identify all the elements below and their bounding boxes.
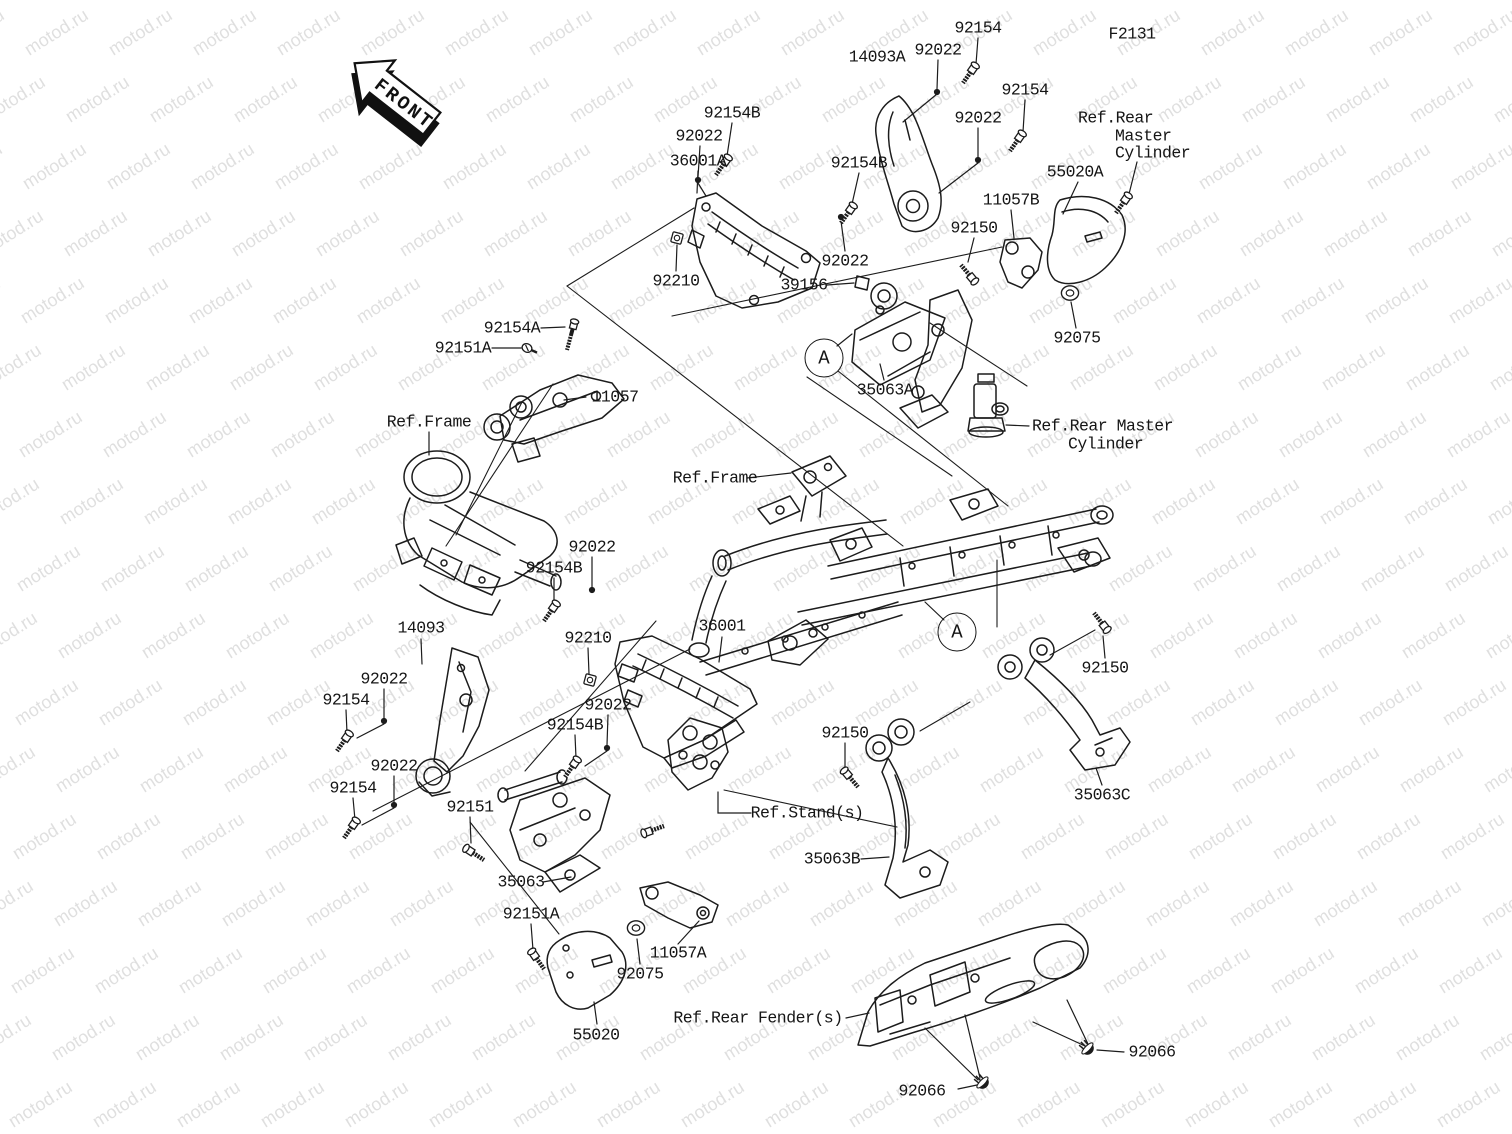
ref-callout-ref-frame: Ref.Frame: [386, 412, 472, 432]
part-rear-fender: [857, 923, 1089, 1047]
part-callout-92022: 92022: [360, 669, 408, 689]
part-frame-steering-head: [395, 450, 562, 616]
ref-callout-ref-frame: Ref.Frame: [672, 468, 758, 488]
ref-callout-ref-rear: Ref.Rear: [1078, 108, 1154, 128]
part-14093a-bracket: [875, 95, 942, 233]
part-frame-assembly: [688, 455, 1114, 676]
part-callout-55020a: 55020A: [1046, 162, 1104, 182]
part-callout-92022: 92022: [821, 251, 869, 271]
ref-callout-cylinder: Cylinder: [1115, 143, 1191, 163]
page-code-f2131: F2131: [1108, 24, 1156, 44]
part-callout-92022: 92022: [675, 126, 723, 146]
part-callout-92075: 92075: [616, 964, 664, 984]
view-marker-a: A: [937, 612, 977, 652]
part-callout-14093a: 14093A: [848, 47, 906, 67]
ref-callout-ref-rear-fender-s: Ref.Rear Fender(s): [673, 1008, 843, 1028]
part-callout-92154b: 92154B: [525, 558, 583, 578]
part-callout-36001a: 36001A: [669, 151, 727, 171]
part-35063-stay: [497, 769, 611, 893]
part-35063c-stay: [997, 637, 1131, 771]
part-callout-92075: 92075: [1053, 328, 1101, 348]
construction-lines: [372, 207, 1096, 935]
part-callout-92066: 92066: [1128, 1042, 1176, 1062]
part-callout-92154a: 92154A: [483, 318, 541, 338]
part-callout-92022: 92022: [954, 108, 1002, 128]
part-callout-11057a: 11057A: [649, 943, 707, 963]
part-callout-39156: 39156: [780, 275, 828, 295]
part-callout-92154b: 92154B: [703, 103, 761, 123]
part-callout-14093: 14093: [397, 618, 445, 638]
part-39156-damper: [854, 275, 870, 291]
part-callout-92150: 92150: [1081, 658, 1129, 678]
ref-callout-ref-stand-s: Ref.Stand(s): [750, 803, 864, 823]
part-callout-92154b: 92154B: [546, 715, 604, 735]
part-14093-bracket: [415, 647, 490, 797]
part-callout-55020: 55020: [572, 1025, 620, 1045]
part-callout-92154: 92154: [954, 18, 1002, 38]
part-callout-92022: 92022: [914, 40, 962, 60]
part-11057a-bracket: [639, 881, 719, 929]
part-callout-92022: 92022: [568, 537, 616, 557]
ref-callout-ref-rear-master: Ref.Rear Master: [1032, 416, 1174, 436]
part-callout-92150: 92150: [950, 218, 998, 238]
part-callout-92022: 92022: [584, 695, 632, 715]
part-55020a-guard: [1046, 195, 1126, 285]
part-callout-92150: 92150: [821, 723, 869, 743]
part-55020-guard: [546, 930, 627, 1010]
part-callout-92022: 92022: [370, 756, 418, 776]
part-callout-35063: 35063: [497, 872, 545, 892]
part-11057-bracket: [483, 374, 625, 463]
part-ref-stand-bracket: [667, 717, 729, 791]
part-36001a-footrest-bracket: [687, 192, 821, 309]
part-callout-35063a: 35063A: [856, 380, 914, 400]
part-callout-92154b: 92154B: [830, 153, 888, 173]
ref-callout-master: Master: [1115, 126, 1172, 146]
part-callout-11057: 11057: [591, 387, 639, 407]
part-rear-master-cylinder: [967, 373, 1009, 438]
part-callout-92151a: 92151A: [434, 338, 492, 358]
part-callout-35063b: 35063B: [803, 849, 861, 869]
part-callout-92154: 92154: [329, 778, 377, 798]
part-callout-92066: 92066: [898, 1081, 946, 1101]
part-11057b-bracket: [999, 237, 1043, 289]
part-callout-92151: 92151: [446, 797, 494, 817]
part-35063b-stay: [865, 718, 949, 899]
part-callout-35063c: 35063C: [1073, 785, 1131, 805]
part-callout-92210: 92210: [564, 628, 612, 648]
part-callout-92151a: 92151A: [502, 904, 560, 924]
part-35063a-engine-bracket: [851, 282, 973, 429]
part-callout-92210: 92210: [652, 271, 700, 291]
part-callout-36001: 36001: [698, 616, 746, 636]
part-callout-92154: 92154: [1001, 80, 1049, 100]
ref-callout-cylinder: Cylinder: [1068, 434, 1144, 454]
view-marker-a: A: [804, 338, 844, 378]
part-callout-11057b: 11057B: [982, 190, 1040, 210]
part-callout-92154: 92154: [322, 690, 370, 710]
